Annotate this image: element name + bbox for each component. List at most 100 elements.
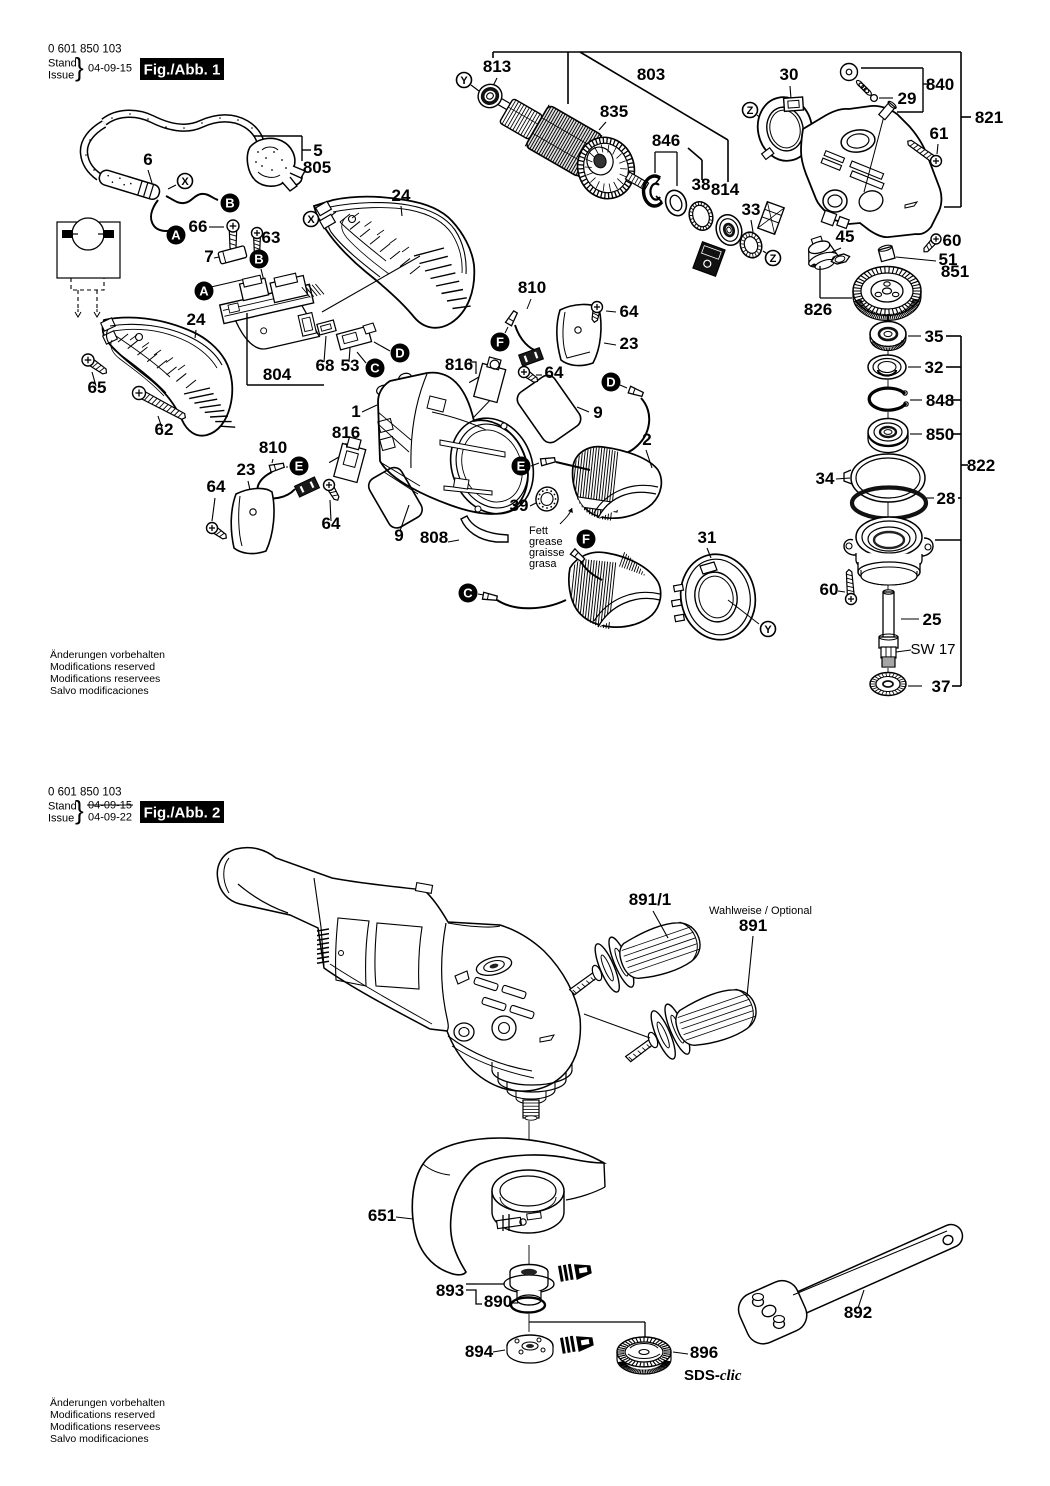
svg-text:Y: Y: [460, 75, 468, 87]
svg-text:25: 25: [923, 610, 942, 629]
svg-text:C: C: [370, 361, 380, 376]
svg-text:826: 826: [804, 300, 832, 319]
svg-text:891: 891: [739, 916, 767, 935]
svg-text:892: 892: [844, 1303, 872, 1322]
svg-text:64: 64: [322, 514, 341, 533]
svg-text:23: 23: [237, 460, 256, 479]
svg-text:64: 64: [620, 302, 639, 321]
svg-text:840: 840: [926, 75, 954, 94]
svg-text:SDS-clic: SDS-clic: [684, 1367, 742, 1384]
svg-text:45: 45: [836, 227, 855, 246]
svg-text:9: 9: [394, 526, 403, 545]
svg-text:29: 29: [898, 89, 917, 108]
svg-text:04-09-22: 04-09-22: [88, 812, 132, 824]
svg-text:803: 803: [637, 65, 665, 84]
svg-text:Issue: Issue: [48, 813, 74, 825]
svg-text:816: 816: [445, 355, 473, 374]
svg-text:Issue: Issue: [48, 70, 74, 82]
svg-text:813: 813: [483, 57, 511, 76]
svg-text:Z: Z: [747, 105, 754, 117]
svg-text:35: 35: [925, 327, 944, 346]
svg-text:66: 66: [189, 217, 208, 236]
svg-text:Salvo modificaciones: Salvo modificaciones: [50, 685, 149, 697]
svg-text:68: 68: [316, 356, 335, 375]
svg-text:C: C: [463, 586, 473, 601]
svg-text:34: 34: [816, 469, 835, 488]
svg-text:B: B: [225, 196, 234, 211]
svg-text:821: 821: [975, 108, 1003, 127]
svg-text:grease: grease: [529, 536, 563, 548]
svg-text:33: 33: [742, 200, 761, 219]
svg-text:805: 805: [303, 158, 331, 177]
svg-text:53: 53: [341, 356, 360, 375]
svg-text:851: 851: [941, 262, 969, 281]
svg-text:24: 24: [187, 310, 206, 329]
svg-text:651: 651: [368, 1206, 396, 1225]
svg-text:X: X: [181, 176, 189, 188]
svg-text:37: 37: [932, 677, 951, 696]
svg-text:}: }: [75, 52, 84, 82]
svg-text:804: 804: [263, 365, 292, 384]
svg-text:E: E: [517, 459, 526, 474]
svg-text:848: 848: [926, 391, 954, 410]
svg-text:Modifications reservees: Modifications reservees: [50, 673, 160, 685]
svg-text:Modifications reservees: Modifications reservees: [50, 1421, 160, 1433]
svg-text:D: D: [395, 346, 404, 361]
svg-text:810: 810: [259, 438, 287, 457]
svg-text:814: 814: [711, 180, 740, 199]
svg-text:835: 835: [600, 102, 628, 121]
svg-text:28: 28: [937, 489, 956, 508]
svg-text:Fett: Fett: [529, 525, 548, 537]
svg-text:63: 63: [262, 228, 281, 247]
svg-text:Stand: Stand: [48, 58, 77, 70]
svg-text:65: 65: [88, 378, 107, 397]
svg-text:Wahlweise / Optional: Wahlweise / Optional: [709, 905, 812, 917]
svg-text:894: 894: [465, 1342, 494, 1361]
svg-text:31: 31: [698, 528, 717, 547]
svg-text:A: A: [171, 228, 181, 243]
svg-text:893: 893: [436, 1281, 464, 1300]
svg-text:62: 62: [155, 420, 174, 439]
svg-text:23: 23: [620, 334, 639, 353]
svg-text:0 601 850 103: 0 601 850 103: [48, 44, 122, 56]
svg-text:Y: Y: [764, 624, 772, 636]
svg-text:39: 39: [510, 496, 529, 515]
svg-text:30: 30: [780, 65, 799, 84]
svg-text:850: 850: [926, 425, 954, 444]
svg-text:Fig./Abb. 1: Fig./Abb. 1: [144, 62, 221, 79]
svg-text:Stand: Stand: [48, 801, 77, 813]
svg-text:24: 24: [392, 186, 411, 205]
svg-text:D: D: [606, 375, 615, 390]
svg-text:822: 822: [967, 456, 995, 475]
svg-text:B: B: [254, 252, 263, 267]
svg-text:816: 816: [332, 423, 360, 442]
svg-text:Fig./Abb. 2: Fig./Abb. 2: [144, 805, 221, 822]
svg-text:SW 17: SW 17: [910, 641, 955, 658]
svg-text:60: 60: [820, 580, 839, 599]
svg-text:Modifications reserved: Modifications reserved: [50, 661, 155, 673]
svg-text:F: F: [582, 532, 590, 547]
svg-text:5: 5: [313, 141, 322, 160]
svg-text:61: 61: [930, 124, 949, 143]
svg-text:846: 846: [652, 131, 680, 150]
svg-text:6: 6: [143, 150, 152, 169]
svg-text:0 601 850 103: 0 601 850 103: [48, 787, 122, 799]
svg-text:F: F: [496, 335, 504, 350]
svg-text:04-09-15: 04-09-15: [88, 63, 132, 75]
svg-text:32: 32: [925, 358, 944, 377]
svg-text:64: 64: [545, 363, 564, 382]
svg-text:890: 890: [484, 1292, 512, 1311]
svg-text:Änderungen vorbehalten: Änderungen vorbehalten: [50, 1397, 165, 1409]
svg-text:9: 9: [593, 403, 602, 422]
svg-text:Salvo modificaciones: Salvo modificaciones: [50, 1433, 149, 1445]
svg-text:grasa: grasa: [529, 558, 557, 570]
svg-text:896: 896: [690, 1343, 718, 1362]
svg-text:38: 38: [692, 175, 711, 194]
svg-text:Modifications reserved: Modifications reserved: [50, 1409, 155, 1421]
svg-text:64: 64: [207, 477, 226, 496]
svg-text:E: E: [295, 459, 304, 474]
svg-text:810: 810: [518, 278, 546, 297]
svg-text:891/1: 891/1: [629, 890, 672, 909]
svg-text:Z: Z: [770, 253, 777, 265]
svg-text:51: 51: [939, 250, 958, 269]
